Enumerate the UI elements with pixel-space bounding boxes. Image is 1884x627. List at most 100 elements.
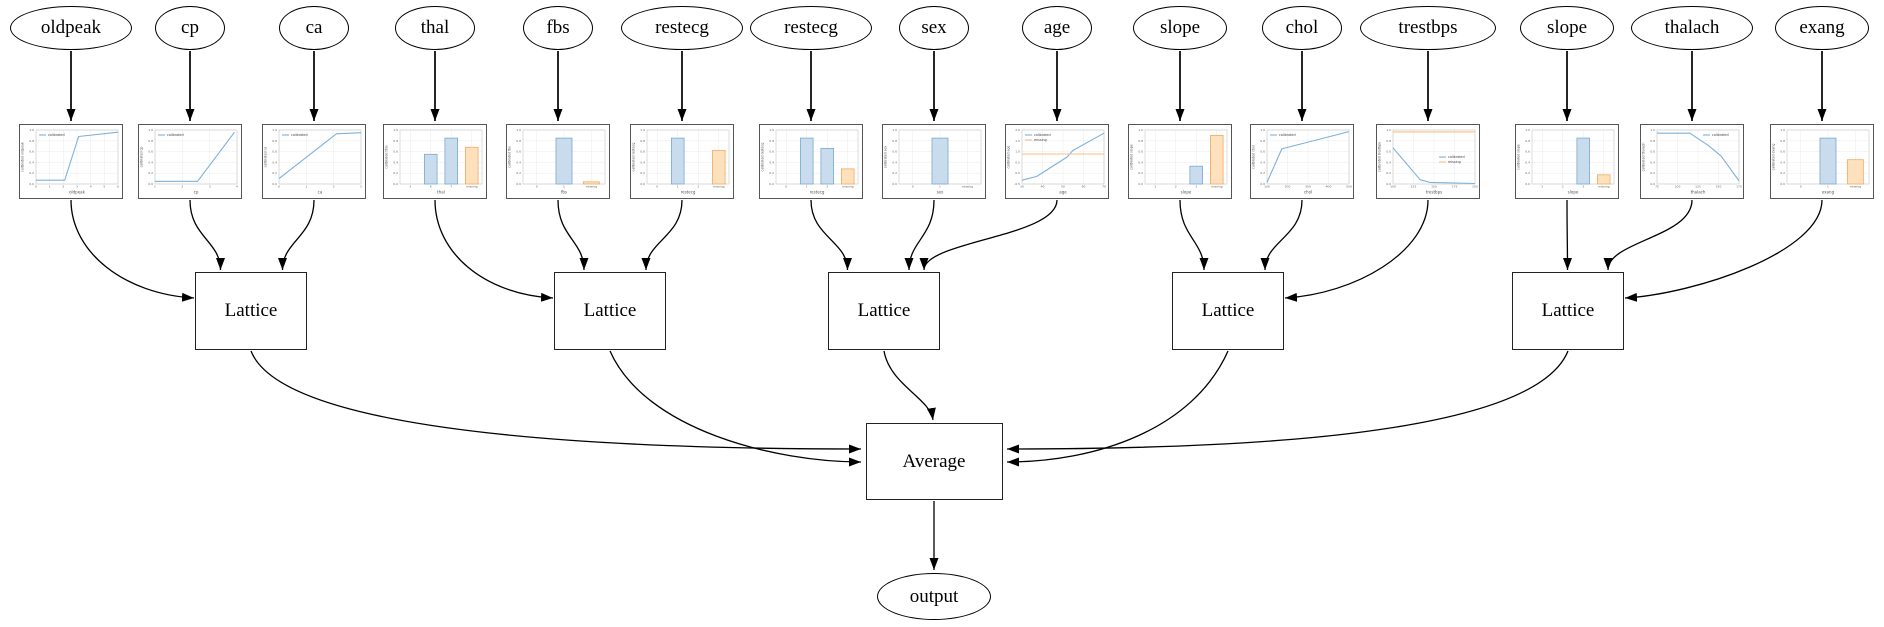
- feature-ellipse-age: age: [1022, 6, 1092, 50]
- svg-text:0.6: 0.6: [272, 150, 277, 154]
- feature-ellipse-thal: thal: [394, 6, 476, 50]
- svg-text:0.0: 0.0: [272, 182, 277, 186]
- svg-text:0.4: 0.4: [1650, 160, 1655, 164]
- svg-text:calibrated oldpeak: calibrated oldpeak: [21, 142, 25, 172]
- svg-text:missing: missing: [962, 185, 974, 189]
- svg-text:calibrated age: calibrated age: [1007, 145, 1011, 168]
- svg-text:calibrated: calibrated: [167, 133, 184, 137]
- svg-text:0.4: 0.4: [516, 160, 521, 164]
- svg-text:calibrated slope: calibrated slope: [1130, 144, 1134, 170]
- svg-text:1: 1: [677, 185, 679, 189]
- svg-text:0.0: 0.0: [1780, 182, 1785, 186]
- svg-text:3: 3: [409, 185, 411, 189]
- svg-text:0.6: 0.6: [769, 150, 774, 154]
- svg-text:cp: cp: [194, 190, 199, 195]
- svg-text:1.0: 1.0: [393, 128, 398, 132]
- svg-text:missing: missing: [1448, 160, 1461, 164]
- feature-ellipse-restecg: restecg: [621, 6, 743, 50]
- svg-text:150: 150: [1716, 185, 1722, 189]
- feature-ellipse-cp: cp: [155, 6, 225, 50]
- feature-label: slope: [1546, 17, 1588, 38]
- svg-text:0.4: 0.4: [1525, 160, 1530, 164]
- svg-text:100: 100: [1264, 185, 1270, 189]
- svg-text:0.0: 0.0: [1260, 182, 1265, 186]
- svg-text:missing: missing: [1211, 185, 1223, 189]
- svg-text:0.0: 0.0: [1015, 171, 1020, 175]
- svg-text:1.0: 1.0: [1386, 128, 1391, 132]
- svg-text:0.2: 0.2: [1650, 171, 1655, 175]
- svg-text:0.4: 0.4: [29, 160, 34, 164]
- feature-ellipse-oldpeak: oldpeak: [10, 6, 132, 50]
- svg-text:70: 70: [1102, 185, 1106, 189]
- svg-text:0.0: 0.0: [516, 182, 521, 186]
- svg-text:0.6: 0.6: [148, 150, 153, 154]
- svg-text:age: age: [1059, 190, 1067, 195]
- lattice-box-2: Lattice: [554, 272, 666, 350]
- svg-text:0.4: 0.4: [1260, 160, 1265, 164]
- svg-text:1.0: 1.0: [1138, 128, 1143, 132]
- svg-text:0.6: 0.6: [1260, 150, 1265, 154]
- svg-text:0.4: 0.4: [272, 160, 277, 164]
- svg-text:0: 0: [785, 185, 787, 189]
- svg-text:missing: missing: [1034, 138, 1047, 142]
- feature-ellipse-thalach: thalach: [1631, 6, 1753, 50]
- svg-text:0.0: 0.0: [892, 182, 897, 186]
- svg-text:175: 175: [1452, 185, 1458, 189]
- svg-text:0.8: 0.8: [892, 139, 897, 143]
- svg-text:0.6: 0.6: [1525, 150, 1530, 154]
- svg-text:1.0: 1.0: [272, 128, 277, 132]
- svg-text:oldpeak: oldpeak: [69, 190, 86, 195]
- svg-text:3: 3: [209, 185, 211, 189]
- feature-label: restecg: [784, 17, 838, 38]
- lattice-label: Lattice: [1541, 300, 1595, 321]
- svg-text:50: 50: [1061, 185, 1065, 189]
- lattice-label: Lattice: [1201, 300, 1255, 321]
- feature-label: chol: [1285, 17, 1319, 38]
- svg-text:-0.5: -0.5: [1014, 182, 1020, 186]
- feature-label: thalach: [1664, 17, 1720, 38]
- svg-text:0.6: 0.6: [1650, 150, 1655, 154]
- svg-text:1: 1: [1827, 185, 1829, 189]
- svg-text:calibrated slope: calibrated slope: [1517, 144, 1521, 170]
- lattice-label: Lattice: [583, 300, 637, 321]
- svg-text:0.8: 0.8: [640, 139, 645, 143]
- svg-text:0.0: 0.0: [769, 182, 774, 186]
- svg-text:0.0: 0.0: [148, 182, 153, 186]
- svg-text:calibrated exang: calibrated exang: [1772, 144, 1776, 171]
- svg-text:thal: thal: [437, 190, 445, 195]
- svg-text:calibrated fbs: calibrated fbs: [508, 146, 512, 168]
- svg-text:200: 200: [1285, 185, 1291, 189]
- svg-text:0.6: 0.6: [29, 150, 34, 154]
- svg-text:150: 150: [1431, 185, 1437, 189]
- svg-text:0.0: 0.0: [1525, 182, 1530, 186]
- svg-text:calibrated restecg: calibrated restecg: [632, 143, 636, 172]
- svg-text:1: 1: [1154, 185, 1156, 189]
- svg-text:3: 3: [76, 185, 78, 189]
- feature-label: thal: [420, 17, 450, 38]
- svg-text:1: 1: [563, 185, 565, 189]
- lattice-box-3: Lattice: [828, 272, 940, 350]
- svg-text:chol: chol: [1304, 190, 1312, 195]
- svg-text:4: 4: [236, 185, 238, 189]
- svg-text:300: 300: [1305, 185, 1311, 189]
- svg-text:0: 0: [536, 185, 538, 189]
- svg-text:0.4: 0.4: [1780, 160, 1785, 164]
- svg-text:0: 0: [656, 185, 658, 189]
- svg-text:0.4: 0.4: [393, 160, 398, 164]
- svg-text:100: 100: [1390, 185, 1396, 189]
- svg-text:40: 40: [1041, 185, 1045, 189]
- svg-text:0.8: 0.8: [1650, 139, 1655, 143]
- feature-ellipse-restecg: restecg: [750, 6, 872, 50]
- average-label: Average: [902, 450, 966, 472]
- svg-text:0.8: 0.8: [1386, 139, 1391, 143]
- svg-text:0.6: 0.6: [640, 150, 645, 154]
- svg-text:3: 3: [360, 185, 362, 189]
